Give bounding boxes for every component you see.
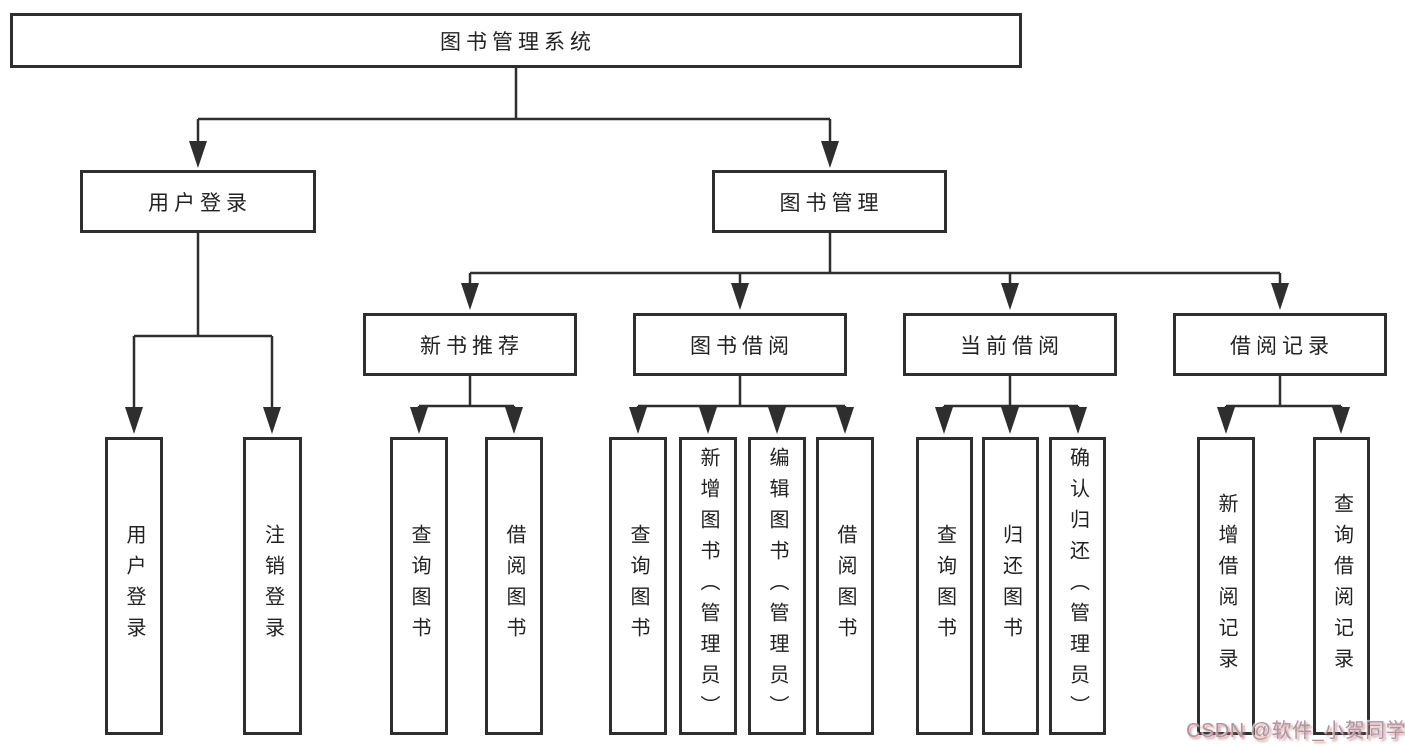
leaf-edit-book-admin: 编辑图书（管理员） xyxy=(748,437,806,735)
node-label: 新增借阅记录 xyxy=(1215,493,1237,679)
node-label: 编辑图书（管理员） xyxy=(766,446,788,726)
node-borrowing-records: 借阅记录 xyxy=(1173,313,1387,376)
node-label: 借阅图书 xyxy=(503,524,525,648)
node-user-login: 用户登录 xyxy=(80,170,316,233)
node-label: 新书推荐 xyxy=(420,334,524,358)
arrowheads xyxy=(125,141,1350,434)
node-label: 确认归还（管理员） xyxy=(1066,446,1089,726)
leaf-borrowing-query-books: 查询图书 xyxy=(609,437,667,735)
node-label: 新增图书（管理员） xyxy=(697,446,719,726)
leaf-logout: 注销登录 xyxy=(243,437,302,735)
leaf-current-query-books: 查询图书 xyxy=(916,437,973,735)
leaf-recommend-query-books: 查询图书 xyxy=(390,437,448,735)
csdn-watermark: CSDN @软件_小贺同学 xyxy=(1186,720,1405,742)
node-book-borrowing: 图书借阅 xyxy=(633,313,847,376)
leaf-user-login: 用户登录 xyxy=(105,437,163,735)
node-label: 借阅记录 xyxy=(1230,334,1334,358)
leaf-recommend-borrow-books: 借阅图书 xyxy=(485,437,543,735)
node-label: 归还图书 xyxy=(999,524,1022,648)
node-label: 借阅图书 xyxy=(834,524,856,648)
node-new-book-recommend: 新书推荐 xyxy=(363,313,577,376)
leaf-borrowing-borrow-books: 借阅图书 xyxy=(816,437,874,735)
leaf-confirm-return-admin: 确认归还（管理员） xyxy=(1049,437,1106,735)
leaf-add-borrow-record: 新增借阅记录 xyxy=(1197,437,1255,735)
node-label: 查询图书 xyxy=(627,524,649,648)
node-label: 用户登录 xyxy=(148,191,252,215)
node-label: 查询图书 xyxy=(933,524,956,648)
node-label: 图书借阅 xyxy=(690,334,794,358)
node-label: 查询图书 xyxy=(408,524,430,648)
node-current-borrowing: 当前借阅 xyxy=(903,313,1117,376)
node-label: 用户登录 xyxy=(123,524,145,648)
leaf-query-borrow-record: 查询借阅记录 xyxy=(1313,437,1370,735)
node-book-management: 图书管理 xyxy=(712,170,947,233)
leaf-return-book: 归还图书 xyxy=(982,437,1039,735)
node-label: 图书管理 xyxy=(779,191,884,215)
node-label: 图书管理系统 xyxy=(440,30,596,54)
node-library-management-system: 图书管理系统 xyxy=(10,13,1022,68)
leaf-add-book-admin: 新增图书（管理员） xyxy=(679,437,737,735)
node-label: 注销登录 xyxy=(261,524,284,648)
node-label: 查询借阅记录 xyxy=(1330,493,1353,679)
node-label: 当前借阅 xyxy=(960,334,1064,358)
